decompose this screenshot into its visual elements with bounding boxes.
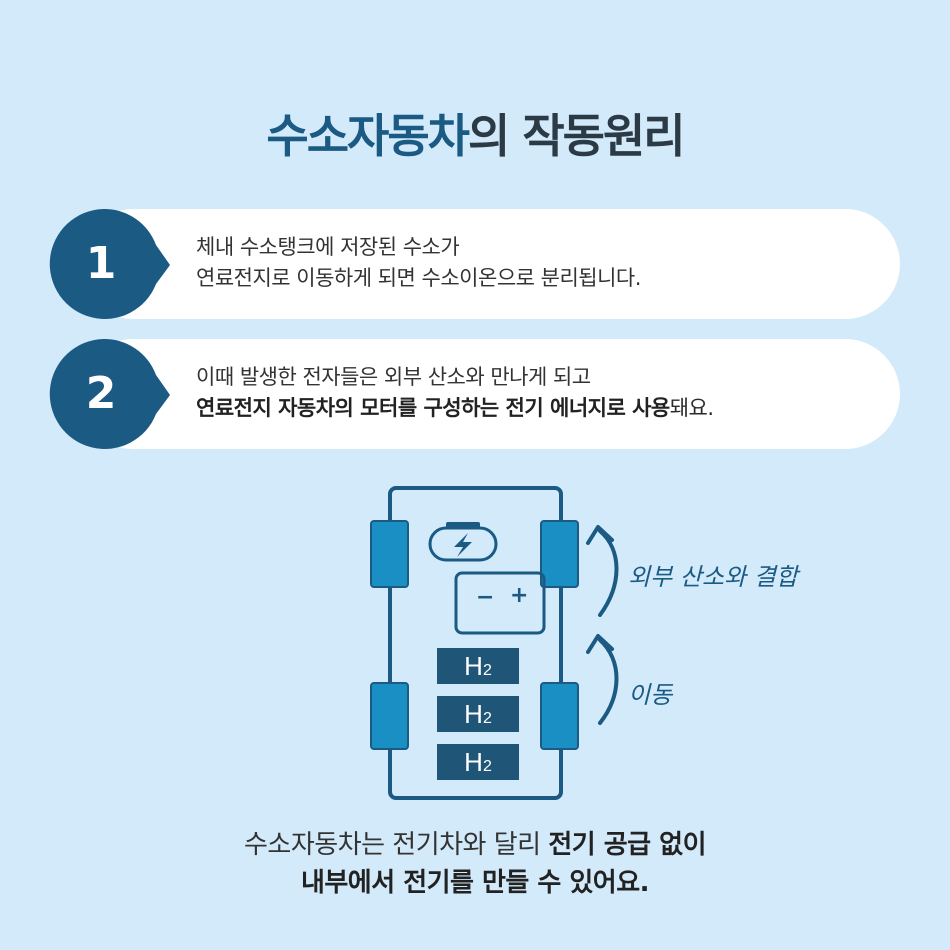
step-1-number: 1 [85, 238, 117, 289]
title-accent: 수소자동차 [266, 109, 470, 163]
hydrogen-tank-1: H2 [464, 651, 492, 681]
step-1-line-2: 연료전지로 이동하게 되면 수소이온으로 분리됩니다. [196, 266, 641, 290]
step-2-line-2-tail: 돼요. [669, 396, 714, 420]
battery-plus-icon: + [510, 583, 529, 608]
step-2-line-1: 이때 발생한 전자들은 외부 산소와 만나게 되고 [196, 365, 591, 389]
step-2-badge: 2 [38, 339, 178, 449]
step-2-pill [78, 339, 900, 449]
step-1-pill [78, 209, 900, 319]
hydrogen-tank-3: H2 [464, 747, 492, 777]
page-title: 수소자동차의 작동원리 [0, 100, 950, 166]
step-2-number: 2 [85, 368, 117, 419]
title-rest: 의 작동원리 [467, 109, 686, 163]
step-2: 2 이때 발생한 전자들은 외부 산소와 만나게 되고 연료전지 자동차의 모터… [38, 339, 900, 449]
step-2-line-2-bold: 연료전지 자동차의 모터를 구성하는 전기 에너지로 사용 [196, 396, 670, 420]
car-chassis-illustration [370, 486, 619, 800]
bottom-line-2-bold: 내부에서 전기를 만들 수 있어요. [300, 868, 650, 898]
step-1: 1 체내 수소탱크에 저장된 수소가 연료전지로 이동하게 되면 수소이온으로 … [38, 209, 900, 319]
bottom-line-1-normal: 수소자동차는 전기차와 달리 [244, 830, 549, 860]
hydrogen-tank-2: H2 [464, 699, 492, 729]
step-1-line-1: 체내 수소탱크에 저장된 수소가 [196, 235, 460, 259]
note-move: 이동 [628, 681, 673, 709]
bottom-line-1-bold: 전기 공급 없이 [548, 830, 706, 860]
bottom-caption: 수소자동차는 전기차와 달리 전기 공급 없이 내부에서 전기를 만들 수 있어… [0, 826, 950, 902]
battery-minus-icon: − [476, 585, 495, 610]
car-diagram: − + H2 H2 H2 외부 산소와 결합 이동 [360, 485, 860, 805]
step-1-badge: 1 [38, 209, 178, 319]
note-oxygen-combine: 외부 산소와 결합 [628, 563, 798, 591]
